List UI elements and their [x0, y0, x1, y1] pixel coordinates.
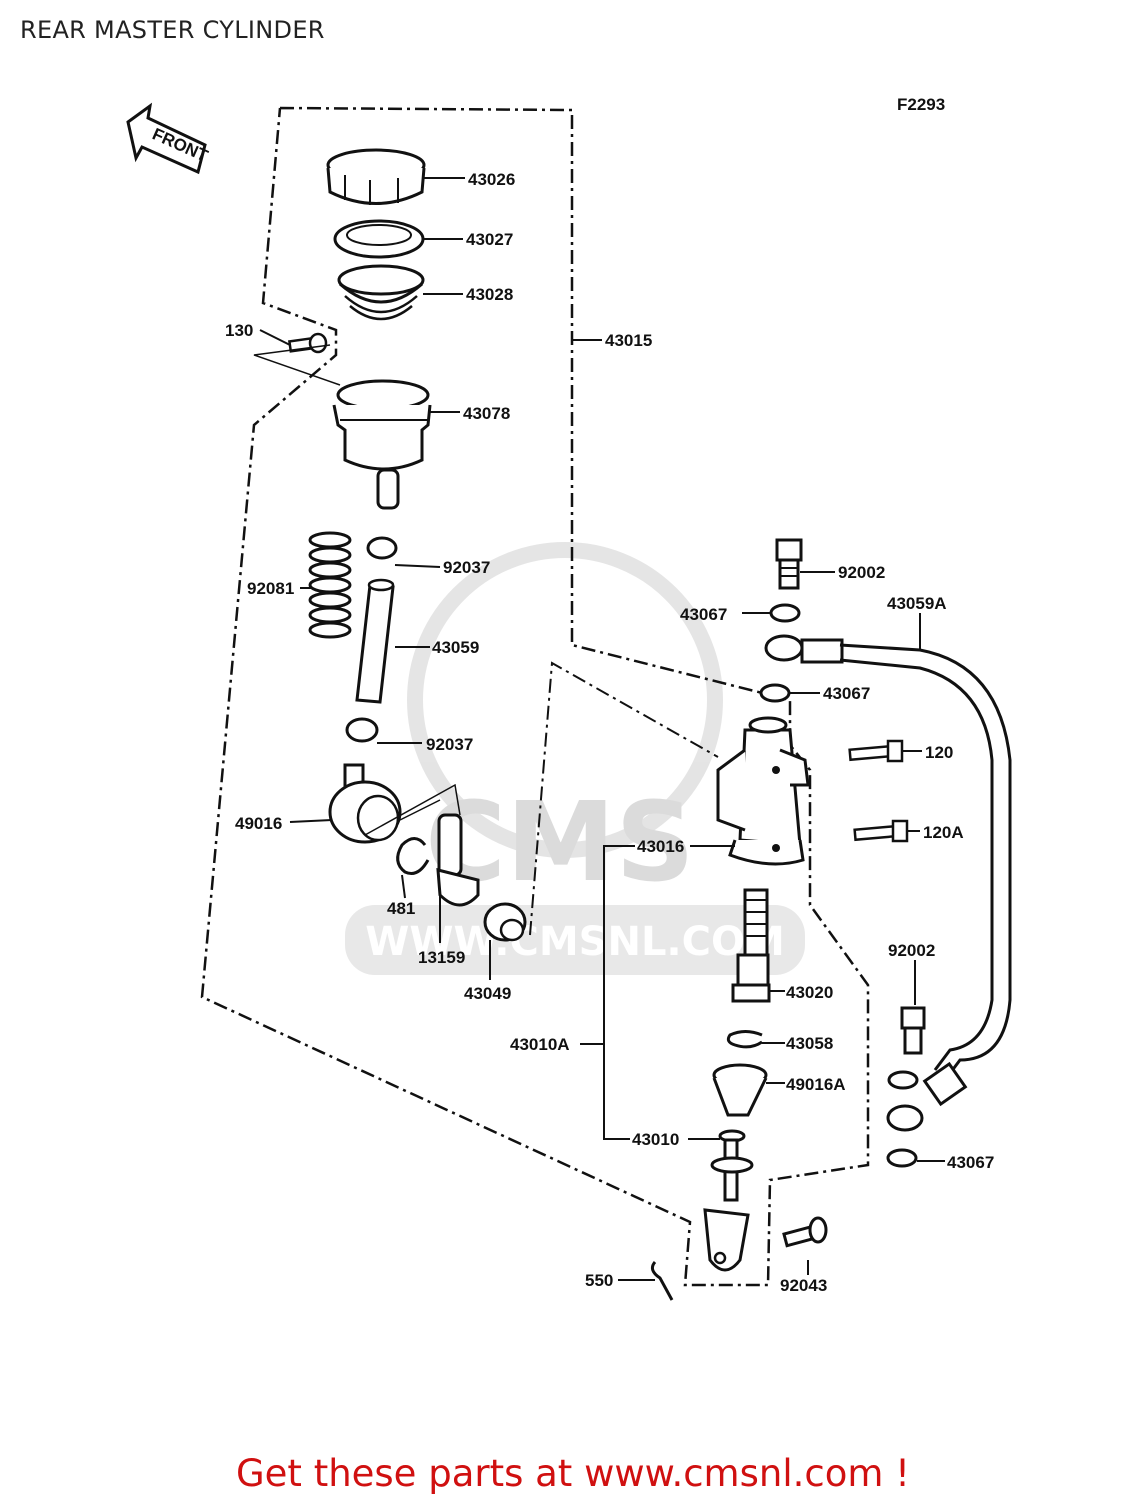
rubber-boot-icon — [712, 1063, 768, 1117]
label-43020: 43020 — [786, 983, 833, 1002]
front-arrow-icon: FRONT — [126, 102, 211, 175]
label-43026: 43026 — [468, 170, 515, 189]
label-550: 550 — [585, 1271, 613, 1290]
cotter-pin-icon — [650, 1261, 674, 1301]
label-43058: 43058 — [786, 1034, 833, 1053]
page-title: REAR MASTER CYLINDER — [20, 16, 325, 44]
label-43078: 43078 — [463, 404, 510, 423]
washer-icon — [886, 1148, 918, 1168]
label-43059A: 43059A — [887, 594, 947, 613]
subassembly-outline — [529, 661, 719, 936]
mounting-bolt-icon — [853, 819, 909, 843]
piston-icon — [731, 888, 771, 1003]
union-bolt-icon — [900, 1006, 926, 1055]
label-481: 481 — [387, 899, 415, 918]
label-92002-upper: 92002 — [838, 563, 885, 582]
reservoir-cap-icon — [326, 148, 426, 205]
figure-code: F2293 — [897, 95, 945, 114]
label-92081: 92081 — [247, 579, 294, 598]
label-120: 120 — [925, 743, 953, 762]
elbow-fitting-icon — [436, 813, 480, 907]
label-43010: 43010 — [632, 1130, 679, 1149]
clevis-pin-icon — [782, 1216, 828, 1248]
union-bolt-icon — [775, 538, 803, 590]
diaphragm-icon — [337, 264, 425, 321]
leader-lines — [364, 783, 461, 836]
assembly-bracket-43010A — [603, 845, 635, 1140]
label-43067-middle: 43067 — [823, 684, 870, 703]
leader-lines — [253, 344, 341, 386]
label-92043: 92043 — [780, 1276, 827, 1295]
label-43067-lower: 43067 — [947, 1153, 994, 1172]
label-92002-lower: 92002 — [888, 941, 935, 960]
label-43028: 43028 — [466, 285, 513, 304]
label-43027: 43027 — [466, 230, 513, 249]
label-43067-upper: 43067 — [680, 605, 727, 624]
label-43049: 43049 — [464, 984, 511, 1003]
push-rod-icon — [703, 1129, 754, 1272]
parts-diagram: CMS WWW.CMSNL.COM F2293 FRONT — [126, 95, 1012, 1301]
master-cylinder-body-icon — [716, 716, 810, 866]
circlip-icon — [396, 837, 430, 875]
reservoir-tank-icon — [332, 379, 432, 510]
circlip-icon — [726, 1030, 763, 1049]
hose-clamp-icon — [366, 536, 398, 560]
label-49016: 49016 — [235, 814, 282, 833]
label-49016A: 49016A — [786, 1075, 846, 1094]
label-13159: 13159 — [418, 948, 465, 967]
hose-clamp-icon — [345, 717, 379, 743]
dust-boot-icon — [483, 902, 527, 942]
label-43059: 43059 — [432, 638, 479, 657]
leader-lines — [259, 177, 945, 1281]
label-43010A: 43010A — [510, 1035, 570, 1054]
label-43015: 43015 — [605, 331, 652, 350]
cap-plate-icon — [333, 219, 425, 259]
brake-hose-icon — [764, 634, 1012, 1132]
hose-connector-icon — [328, 763, 402, 844]
label-43016: 43016 — [637, 837, 684, 856]
reservoir-hose-icon — [355, 578, 395, 704]
spring-icon — [308, 531, 352, 639]
washer-icon — [769, 603, 801, 623]
watermark-url: WWW.CMSNL.COM — [365, 919, 785, 965]
washer-icon — [759, 683, 791, 703]
footer-link[interactable]: Get these parts at www.cmsnl.com ! — [235, 1452, 910, 1495]
mounting-bolt-icon — [848, 739, 904, 763]
label-130: 130 — [225, 321, 253, 340]
washer-icon — [887, 1070, 919, 1090]
assembly-outline-43015 — [200, 106, 870, 1287]
label-92037-upper: 92037 — [443, 558, 490, 577]
leader-lines — [399, 799, 441, 821]
label-92037-lower: 92037 — [426, 735, 473, 754]
label-120A: 120A — [923, 823, 964, 842]
